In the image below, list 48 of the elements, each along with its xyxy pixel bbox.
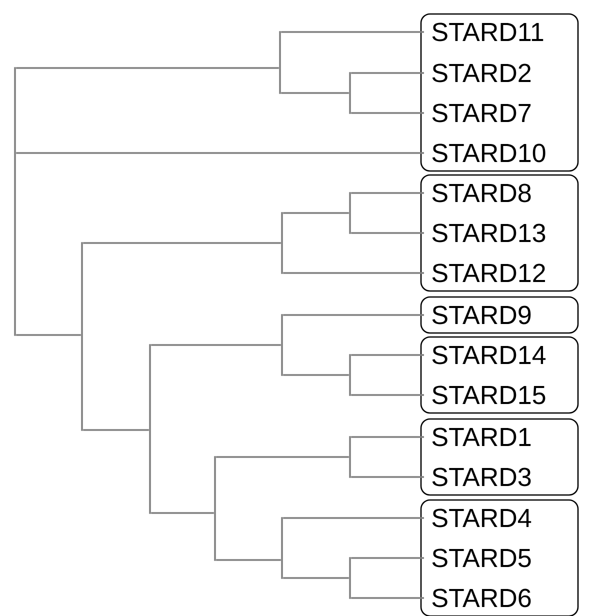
branch-line <box>216 456 349 458</box>
group-box <box>420 499 579 616</box>
group-box <box>420 13 579 172</box>
branch-line <box>351 436 424 438</box>
branch-line <box>351 192 424 194</box>
gene-label: STARD6 <box>432 588 531 608</box>
gene-label: STARD9 <box>432 306 531 324</box>
group-box <box>420 336 579 414</box>
branch-line <box>283 374 349 376</box>
gene-label: STARD10 <box>432 144 546 162</box>
group-box <box>420 296 579 334</box>
branch-line <box>151 344 281 346</box>
branch-line <box>283 314 424 316</box>
branch-line <box>16 152 424 154</box>
group-box <box>420 418 579 496</box>
branch-line <box>151 512 214 514</box>
branch-line <box>16 67 279 69</box>
gene-label: STARD13 <box>432 224 546 242</box>
branch-line <box>283 212 349 214</box>
branch-line <box>351 232 424 234</box>
branch-line <box>351 354 424 356</box>
branch-line <box>351 597 424 599</box>
gene-label: STARD8 <box>432 184 531 202</box>
gene-label: STARD7 <box>432 104 531 122</box>
branch-line <box>83 429 149 431</box>
gene-label: STARD14 <box>432 346 546 364</box>
branch-line <box>216 559 281 561</box>
gene-label: STARD4 <box>432 508 532 528</box>
gene-label: STARD12 <box>432 264 545 282</box>
gene-label: STARD5 <box>432 548 531 568</box>
branch-line <box>351 112 424 114</box>
branch-line <box>351 476 424 478</box>
gene-label: STARD11 <box>432 22 544 42</box>
branch-line <box>281 31 424 33</box>
gene-label: STARD2 <box>432 64 531 82</box>
branch-line <box>283 272 424 274</box>
gene-label: STARD1 <box>432 428 531 446</box>
gene-label: STARD15 <box>432 386 546 404</box>
branch-line <box>283 517 424 519</box>
branch-line <box>351 394 424 396</box>
branch-line <box>351 72 424 74</box>
branch-line <box>83 242 281 244</box>
gene-label: STARD3 <box>432 468 531 486</box>
branch-line <box>16 334 81 336</box>
branch-line <box>283 577 349 579</box>
branch-line <box>281 92 349 94</box>
branch-line <box>351 557 424 559</box>
group-box <box>420 174 579 292</box>
